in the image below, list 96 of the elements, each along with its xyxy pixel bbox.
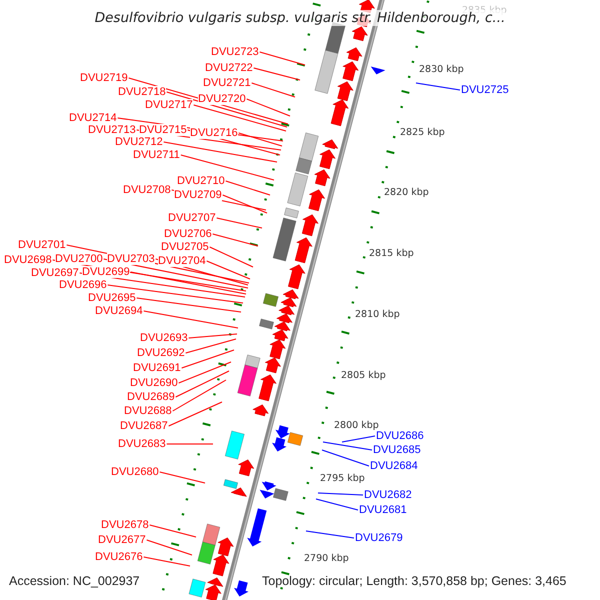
leader-line bbox=[259, 52, 306, 66]
leader-line bbox=[168, 402, 222, 426]
gene-label: DVU2718 bbox=[118, 86, 166, 98]
scale-label: 2825 kbp bbox=[400, 127, 445, 138]
leader-line bbox=[253, 68, 300, 80]
gene-label: DVU2692 bbox=[137, 347, 185, 359]
gene-label: DVU2677 bbox=[98, 534, 146, 546]
gene-label: DVU2704 bbox=[158, 255, 206, 267]
leader-line bbox=[416, 82, 460, 90]
leader-line bbox=[238, 132, 282, 146]
leader-line bbox=[181, 350, 234, 368]
leader-line bbox=[222, 194, 268, 214]
gene-label: DVU2694 bbox=[95, 305, 143, 317]
leader-line bbox=[322, 442, 372, 450]
gene-label: DVU2689 bbox=[127, 391, 175, 403]
gene-label: DVU2712 bbox=[115, 136, 163, 148]
gene-label: DVU2711 bbox=[133, 149, 180, 161]
gene-label: DVU2686 bbox=[376, 430, 424, 442]
gene-label: DVU2723 bbox=[211, 46, 259, 58]
leader-line bbox=[172, 380, 226, 412]
footer-text: Topology: circular; Length: 3,570,858 bp; Genes: 3,465 bbox=[262, 574, 566, 589]
leader-line bbox=[322, 450, 370, 466]
scale-label: 2805 kbp bbox=[341, 370, 386, 381]
gene-label: DVU2722 bbox=[205, 62, 253, 74]
leader-line bbox=[143, 556, 190, 566]
scale-label: 2795 kbp bbox=[320, 473, 365, 484]
gene-label: DVU2684 bbox=[370, 460, 418, 472]
leader-line bbox=[159, 472, 206, 484]
leader-line bbox=[146, 540, 192, 556]
scale-label: 2815 kbp bbox=[369, 248, 414, 259]
leader-line bbox=[193, 104, 286, 132]
leader-line bbox=[107, 284, 244, 304]
leader-line bbox=[306, 530, 354, 538]
leader-line bbox=[318, 492, 364, 496]
gene-label: DVU2683 bbox=[118, 438, 166, 450]
leader-line bbox=[316, 498, 358, 510]
leader-line bbox=[180, 154, 274, 180]
leader-line bbox=[209, 246, 254, 268]
leader-line bbox=[166, 92, 288, 128]
leader-line bbox=[188, 334, 238, 338]
gene-label: DVU2720 bbox=[198, 93, 246, 105]
leader-line bbox=[136, 298, 242, 312]
leader-line bbox=[225, 180, 270, 196]
leader-line bbox=[149, 524, 196, 538]
leader-line bbox=[175, 370, 230, 398]
footer-text: Accession: NC_002937 bbox=[9, 574, 140, 589]
gene-label: DVU2713 bbox=[88, 124, 136, 136]
leader-line bbox=[163, 142, 278, 162]
gene-label: DVU2679 bbox=[355, 532, 403, 544]
gene-label: DVU2716 bbox=[190, 127, 238, 139]
gene-label: DVU2698 bbox=[4, 254, 52, 266]
leader-line bbox=[206, 260, 250, 280]
gene-label: DVU2705 bbox=[161, 241, 209, 253]
gene-label: DVU2701 bbox=[18, 239, 66, 251]
scale-label: 2830 kbp bbox=[419, 64, 464, 75]
gene-label: DVU2680 bbox=[111, 466, 159, 478]
gene-label: DVU2696 bbox=[59, 279, 107, 291]
gene-label: DVU2685 bbox=[373, 444, 421, 456]
scale-label: 2790 kbp bbox=[304, 553, 349, 564]
gene-label: DVU2708 bbox=[123, 184, 171, 196]
gene-label: DVU2717 bbox=[145, 99, 193, 111]
gene-label: DVU2695 bbox=[88, 292, 136, 304]
gene-label: DVU2697 bbox=[31, 267, 79, 279]
leader-line bbox=[246, 98, 290, 116]
gene-label: DVU2693 bbox=[140, 332, 188, 344]
gene-label: DVU2709 bbox=[174, 189, 222, 201]
leader-line bbox=[212, 234, 258, 246]
gene-label: DVU2690 bbox=[130, 377, 178, 389]
gene-label: DVU2714 bbox=[69, 112, 117, 124]
scale-label: 2810 kbp bbox=[355, 309, 400, 320]
gene-label: DVU2706 bbox=[164, 228, 212, 240]
leader-line bbox=[216, 218, 262, 228]
gene-label: DVU2715 bbox=[139, 124, 187, 136]
gene-label: DVU2691 bbox=[133, 362, 181, 374]
gene-label: DVU2682 bbox=[364, 489, 412, 501]
gene-label: DVU2719 bbox=[80, 72, 128, 84]
gene-label: DVU2681 bbox=[359, 504, 407, 516]
gene-label: DVU2721 bbox=[203, 77, 251, 89]
scale-label: 2820 kbp bbox=[384, 187, 429, 198]
gene-label: DVU2678 bbox=[101, 519, 149, 531]
gene-label: DVU2699 bbox=[82, 266, 130, 278]
gene-label: DVU2687 bbox=[120, 420, 168, 432]
gene-label: DVU2688 bbox=[124, 405, 172, 417]
leader-line bbox=[143, 310, 238, 328]
leader-line bbox=[342, 436, 376, 442]
gene-label: DVU2707 bbox=[168, 212, 216, 224]
gene-label: DVU2703 bbox=[107, 253, 155, 265]
gene-label: DVU2725 bbox=[461, 84, 509, 96]
leader-line bbox=[178, 362, 232, 384]
gene-label: DVU2700 bbox=[55, 253, 103, 265]
leader-line bbox=[130, 272, 246, 294]
scale-label: 2800 kbp bbox=[334, 420, 379, 431]
leader-line bbox=[251, 82, 296, 98]
leader-line bbox=[185, 338, 236, 354]
gene-label: DVU2676 bbox=[95, 551, 143, 563]
gene-label: DVU2710 bbox=[177, 175, 225, 187]
